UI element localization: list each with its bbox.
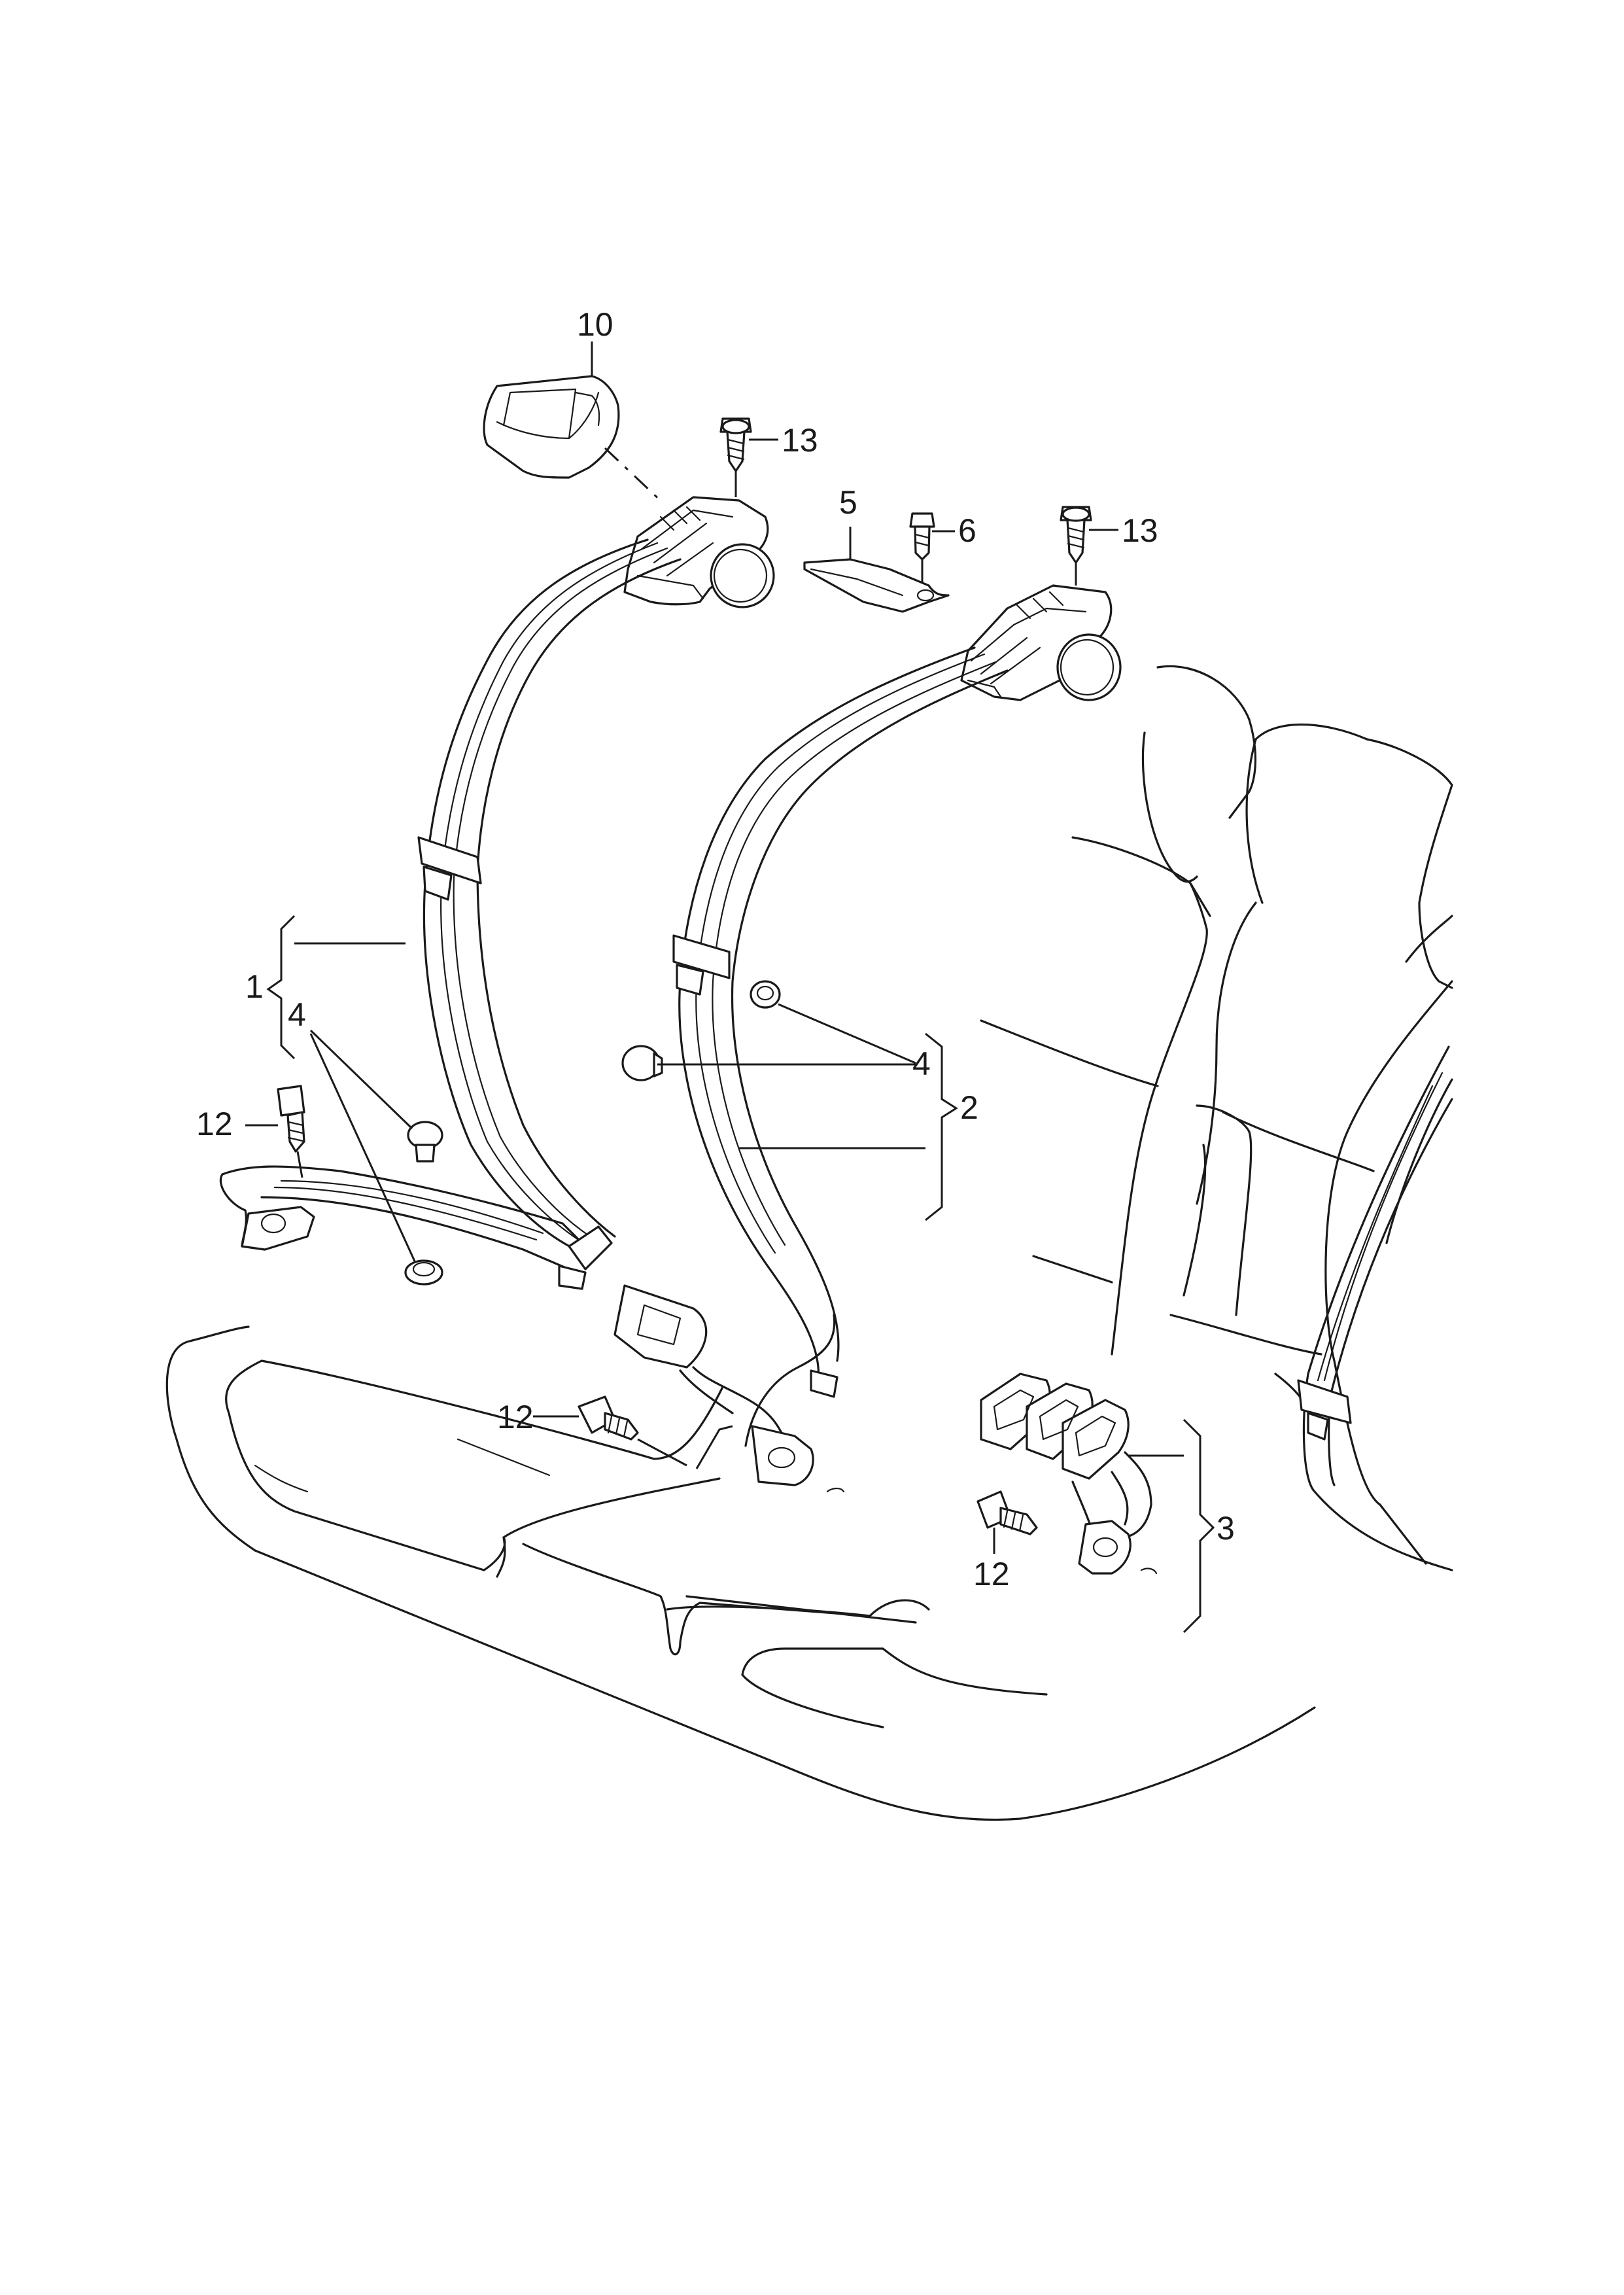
callout-3: 3 — [1217, 1510, 1235, 1547]
cap-4-right-lower — [621, 1045, 663, 1081]
callout-13-left: 13 — [782, 422, 818, 459]
bracket-part — [803, 558, 950, 613]
callout-2: 2 — [960, 1089, 978, 1126]
callout-13-right: 13 — [1122, 512, 1158, 549]
right-belt-webbing — [672, 646, 1009, 1398]
right-belt-retractor — [960, 584, 1122, 701]
cover-leader-dashed — [604, 447, 665, 505]
callout-1: 1 — [245, 968, 264, 1005]
left-belt-webbing — [219, 538, 682, 1290]
callout-4-left: 4 — [288, 996, 306, 1033]
screw-13-left — [719, 417, 752, 472]
rear-seat-backrest — [980, 665, 1453, 1571]
callout-6: 6 — [958, 512, 976, 549]
left-belt-retractor — [623, 496, 775, 608]
callout-12-center: 12 — [497, 1399, 534, 1435]
rear-seat-cushion — [165, 1325, 1316, 1821]
double-buckle-assembly — [980, 1373, 1158, 1575]
bolt-12-right — [976, 1490, 1038, 1535]
cap-4-left-lower — [404, 1259, 443, 1286]
belt-cover — [483, 375, 620, 479]
callout-labels: 10 13 5 6 13 1 4 12 4 2 12 3 12 — [196, 306, 1235, 1592]
callout-5: 5 — [839, 484, 857, 521]
cap-4-right-upper — [750, 980, 781, 1009]
callout-12-right: 12 — [973, 1556, 1010, 1592]
bolt-12-left — [277, 1085, 305, 1153]
bolt-12-center — [578, 1395, 639, 1441]
leader-lines — [245, 342, 1215, 1634]
callout-4-right: 4 — [912, 1045, 931, 1082]
center-buckle — [613, 1284, 845, 1493]
screw-13-right — [1060, 506, 1092, 564]
cap-4-left-upper — [407, 1121, 443, 1163]
callout-12-left: 12 — [196, 1106, 233, 1142]
screw-6 — [909, 512, 935, 561]
callout-10: 10 — [577, 306, 613, 343]
